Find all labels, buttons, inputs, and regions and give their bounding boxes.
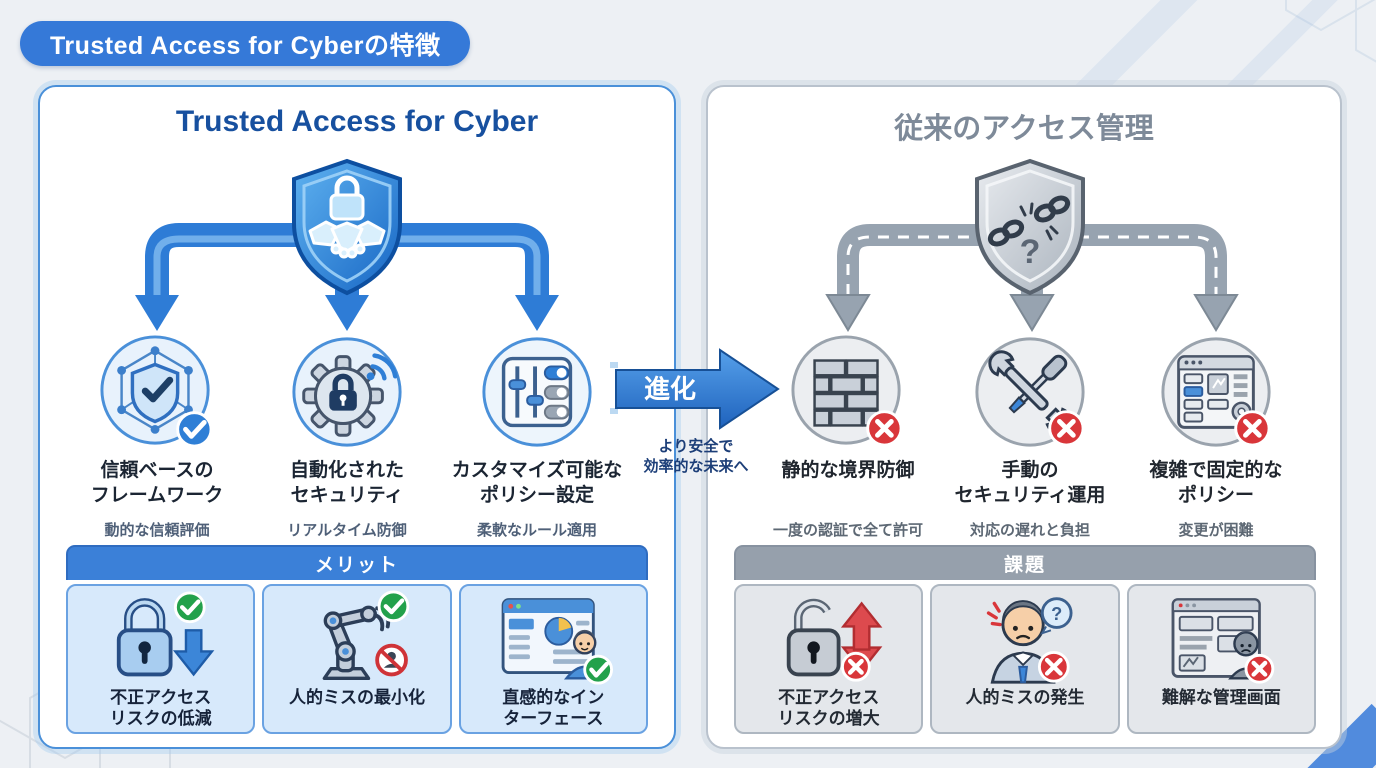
feature-subtitle: 変更が困難 [1178, 522, 1254, 539]
feature-title: 静的な境界防御 [781, 460, 915, 481]
feature-automated-security: 自動化された セキュリティ リアルタイム防御 [242, 459, 452, 540]
evolution-subtitle: より安全で 効率的な未来へ [643, 438, 749, 476]
unlocked-risk-increase-icon [786, 598, 883, 682]
issue-label: 不正アクセス リスクの増大 [777, 688, 880, 729]
svg-text:?: ? [1051, 603, 1062, 624]
feature-title: 複雑で固定的な ポリシー [1149, 460, 1283, 506]
feature-manual-operation: 手動の セキュリティ運用 対応の遅れと負担 [925, 459, 1135, 540]
evolution-arrow-icon: 進化 [610, 348, 780, 430]
merit-card-risk-reduction: 不正アクセス リスクの低減 [66, 584, 256, 734]
intuitive-dashboard-person-icon [501, 598, 614, 685]
left-panel-title: Trusted Access for Cyber [175, 105, 539, 138]
automated-gear-lock-icon [292, 337, 402, 447]
network-shield-check-icon [100, 335, 213, 448]
policy-sliders-icon [482, 337, 592, 447]
broken-chain-shield-icon: ? [975, 158, 1085, 296]
brick-wall-icon [791, 335, 903, 447]
issue-card-human-error: ? 人的ミスの発生 [930, 584, 1120, 734]
merit-card-minimize-human-error: 人的ミスの最小化 [262, 584, 452, 734]
merit-label: 不正アクセス リスクの低減 [109, 688, 212, 729]
trusted-access-panel: Trusted Access for Cyber [38, 85, 676, 749]
right-panel-title: 従来のアクセス管理 [894, 113, 1154, 145]
merit-section: メリット 不正アクセス リスクの低減 [66, 545, 648, 734]
feature-title: 手動の セキュリティ運用 [954, 460, 1106, 506]
svg-text:?: ? [1020, 233, 1041, 271]
issue-header: 課題 [734, 545, 1316, 580]
issue-card-risk-increase: 不正アクセス リスクの増大 [734, 584, 924, 734]
lock-check-decrease-icon [116, 591, 215, 677]
evolution-connector: 進化 より安全で 効率的な未来へ [610, 348, 782, 478]
merit-label: 直感的なイン ターフェース [502, 688, 605, 729]
feature-subtitle: 柔軟なルール適用 [476, 522, 597, 539]
merit-header: メリット [66, 545, 648, 580]
shield-lock-handshake-icon [292, 158, 402, 296]
issue-section: 課題 不正アクセス リスクの増大 [734, 545, 1316, 734]
feature-custom-policy: カスタマイズ可能な ポリシー設定 柔軟なルール適用 [432, 459, 642, 540]
feature-title: カスタマイズ可能な ポリシー設定 [451, 460, 623, 506]
merit-card-intuitive-interface: 直感的なイン ターフェース [458, 584, 648, 734]
complex-policy-ui-icon [1161, 337, 1271, 447]
legacy-access-panel: 従来のアクセス管理 ? [706, 85, 1342, 749]
feature-subtitle: 一度の認証で全て許可 [772, 522, 923, 539]
evolution-label-svg: 進化 [644, 374, 696, 404]
feature-subtitle: 動的な信頼評価 [104, 522, 210, 539]
page-title: Trusted Access for Cyberの特徴 [50, 31, 441, 60]
feature-static-perimeter: 静的な境界防御 一度の認証で全て許可 [743, 459, 953, 540]
robot-arm-no-human-error-icon [322, 590, 410, 680]
feature-subtitle: 対応の遅れと負担 [969, 522, 1090, 539]
manual-tools-icon [975, 337, 1085, 447]
feature-trust-framework: 信頼ベースの フレームワーク 動的な信頼評価 [52, 459, 262, 540]
confused-person-question-icon: ? [986, 597, 1073, 684]
feature-rigid-policy: 複雑で固定的な ポリシー 変更が困難 [1111, 459, 1321, 540]
opaque-admin-screen-icon [1171, 598, 1275, 684]
issue-label: 人的ミスの発生 [965, 688, 1085, 707]
page-title-badge: Trusted Access for Cyberの特徴 [20, 21, 471, 66]
feature-title: 自動化された セキュリティ [289, 460, 404, 506]
merit-label: 人的ミスの最小化 [288, 688, 425, 707]
feature-title: 信頼ベースの フレームワーク [90, 460, 224, 506]
issue-card-opaque-admin: 難解な管理画面 [1126, 584, 1316, 734]
issue-label: 難解な管理画面 [1161, 688, 1281, 707]
feature-subtitle: リアルタイム防御 [287, 522, 407, 539]
